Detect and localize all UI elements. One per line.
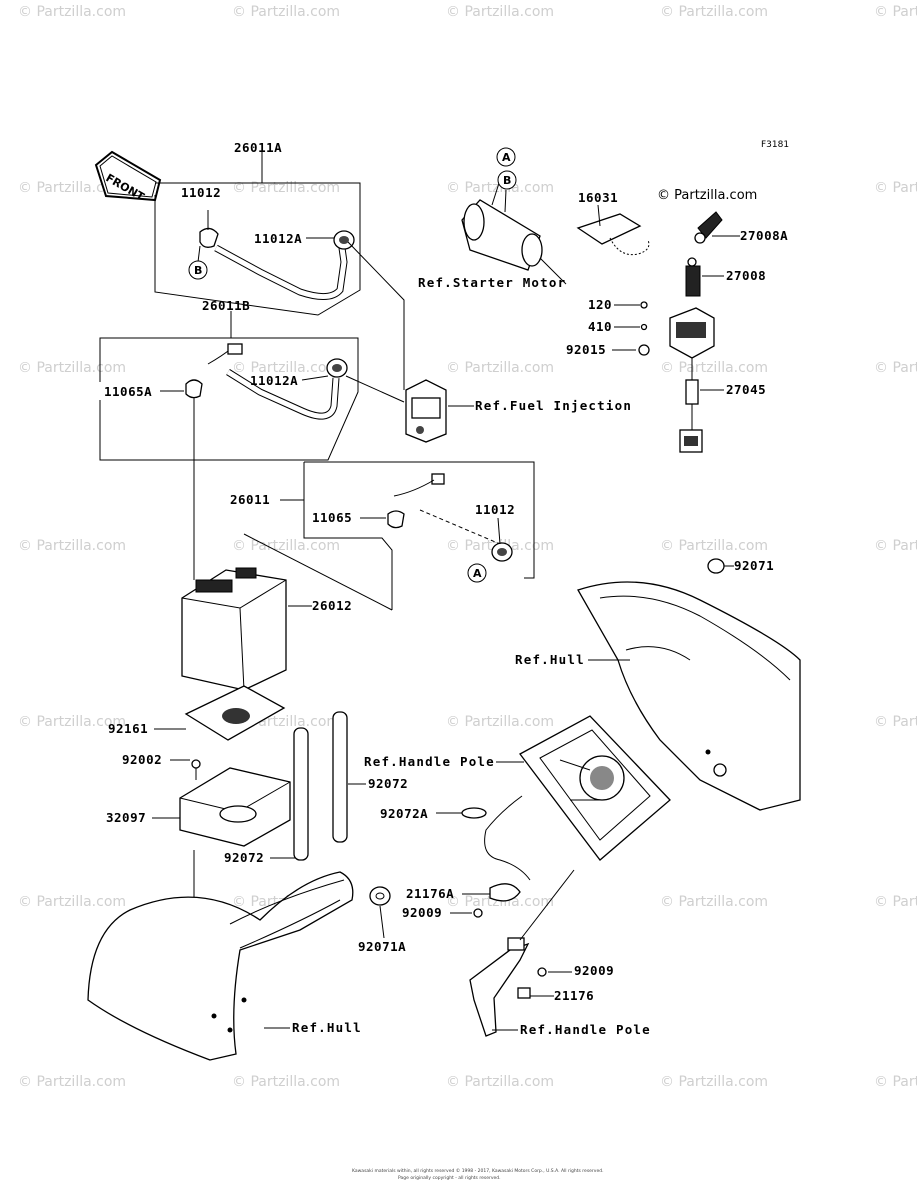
part-label-92161: 92161	[108, 721, 148, 736]
watermark: © Partzilla.com	[446, 360, 554, 376]
watermark: © Partzilla.com	[446, 180, 554, 196]
watermark: © Partzilla.com	[874, 538, 917, 554]
part-label-26011: 26011	[230, 492, 270, 507]
cable-group-26011A	[154, 152, 361, 316]
part-label-92009: 92009	[574, 963, 614, 978]
handle-pole-lower	[469, 869, 575, 1037]
watermark: © Partzilla.com	[232, 1074, 340, 1090]
part-label-27008: 27008	[726, 268, 766, 283]
copyright-label: © Partzilla.com	[657, 188, 757, 203]
ref-hull-lower: Ref.Hull	[292, 1020, 362, 1035]
cable-group-26011	[280, 461, 535, 610]
part-label-92071: 92071	[734, 558, 774, 573]
ref-handle-pole-lower: Ref.Handle Pole	[520, 1022, 651, 1037]
part-label-410: 410	[588, 319, 612, 334]
part-label-11012A: 11012A	[250, 373, 298, 388]
watermark: © Partzilla.com	[874, 894, 917, 910]
part-label-21176A: 21176A	[406, 886, 454, 901]
watermark: © Partzilla.com	[18, 180, 126, 196]
part-label-92009: 92009	[402, 905, 442, 920]
watermark: © Partzilla.com	[18, 894, 126, 910]
starter-motor	[461, 179, 543, 271]
watermark: © Partzilla.com	[660, 1074, 768, 1090]
watermark: © Partzilla.com	[18, 360, 126, 376]
callout-a: A	[473, 567, 482, 580]
battery-tray-92161	[184, 685, 286, 741]
part-label-26012: 26012	[312, 598, 352, 613]
watermark: © Partzilla.com	[232, 360, 340, 376]
part-label-11065A: 11065A	[104, 384, 152, 399]
key-27008	[685, 257, 701, 297]
footer-line: Page originally copyright - all rights r…	[398, 1175, 501, 1181]
handle-pole-base	[519, 715, 671, 861]
watermark: © Partzilla.com	[660, 538, 768, 554]
part-label-11012A: 11012A	[254, 231, 302, 246]
part-label-92015: 92015	[566, 342, 606, 357]
switch-27045	[669, 307, 715, 453]
watermark: © Partzilla.com	[874, 360, 917, 376]
callout-b: B	[194, 264, 202, 277]
watermark: © Partzilla.com	[232, 538, 340, 554]
part-label-26011B: 26011B	[202, 298, 250, 313]
watermark: © Partzilla.com	[18, 1074, 126, 1090]
battery-box-32097	[179, 759, 291, 847]
battery-26012	[181, 567, 287, 691]
footer-line: Kawasaki materials within, all rights re…	[352, 1167, 604, 1174]
part-label-120: 120	[588, 297, 612, 312]
part-label-92072: 92072	[368, 776, 408, 791]
part-label-92002: 92002	[122, 752, 162, 767]
watermark: © Partzilla.com	[232, 4, 340, 20]
ref-starter-motor: Ref.Starter Motor	[418, 275, 566, 290]
part-label-92072A: 92072A	[380, 806, 428, 821]
part-label-27045: 27045	[726, 382, 766, 397]
part-label-21176: 21176	[554, 988, 594, 1003]
part-label-26011A: 26011A	[234, 140, 282, 155]
cable-group-26011B	[99, 311, 359, 461]
watermark: © Partzilla.com	[232, 180, 340, 196]
watermark: © Partzilla.com	[874, 4, 917, 20]
watermark: © Partzilla.com	[18, 714, 126, 730]
watermark: © Partzilla.com	[18, 4, 126, 20]
ref-handle-pole-upper: Ref.Handle Pole	[364, 754, 495, 769]
front-arrow-icon: FRONT	[94, 150, 162, 204]
watermark: © Partzilla.com	[874, 1074, 917, 1090]
fuel-injection-block	[405, 379, 447, 443]
watermark: © Partzilla.com	[660, 360, 768, 376]
watermark: © Partzilla.com	[874, 714, 917, 730]
part-label-92072: 92072	[224, 850, 264, 865]
hull-upper	[577, 581, 801, 811]
watermark: © Partzilla.com	[446, 1074, 554, 1090]
watermark: © Partzilla.com	[874, 180, 917, 196]
diagram-code: F3181	[761, 140, 789, 150]
callout-a: A	[502, 151, 511, 164]
callout-b: B	[503, 174, 511, 187]
part-label-92071A: 92071A	[358, 939, 406, 954]
part-label-27008A: 27008A	[740, 228, 788, 243]
ref-hull-upper: Ref.Hull	[515, 652, 585, 667]
strap-92072	[293, 711, 348, 861]
watermark: © Partzilla.com	[18, 538, 126, 554]
ref-fuel-injection: Ref.Fuel Injection	[475, 398, 632, 413]
watermark: © Partzilla.com	[446, 714, 554, 730]
lanyard-16031	[576, 213, 650, 256]
part-label-16031: 16031	[578, 190, 618, 205]
watermark: © Partzilla.com	[660, 894, 768, 910]
watermark: © Partzilla.com	[446, 4, 554, 20]
part-label-32097: 32097	[106, 810, 146, 825]
hull-lower	[87, 871, 354, 1061]
part-label-11012: 11012	[475, 502, 515, 517]
watermark: © Partzilla.com	[446, 894, 554, 910]
key-27008A	[694, 211, 723, 244]
watermark: © Partzilla.com	[660, 4, 768, 20]
part-label-11012: 11012	[181, 185, 221, 200]
part-label-11065: 11065	[312, 510, 352, 525]
